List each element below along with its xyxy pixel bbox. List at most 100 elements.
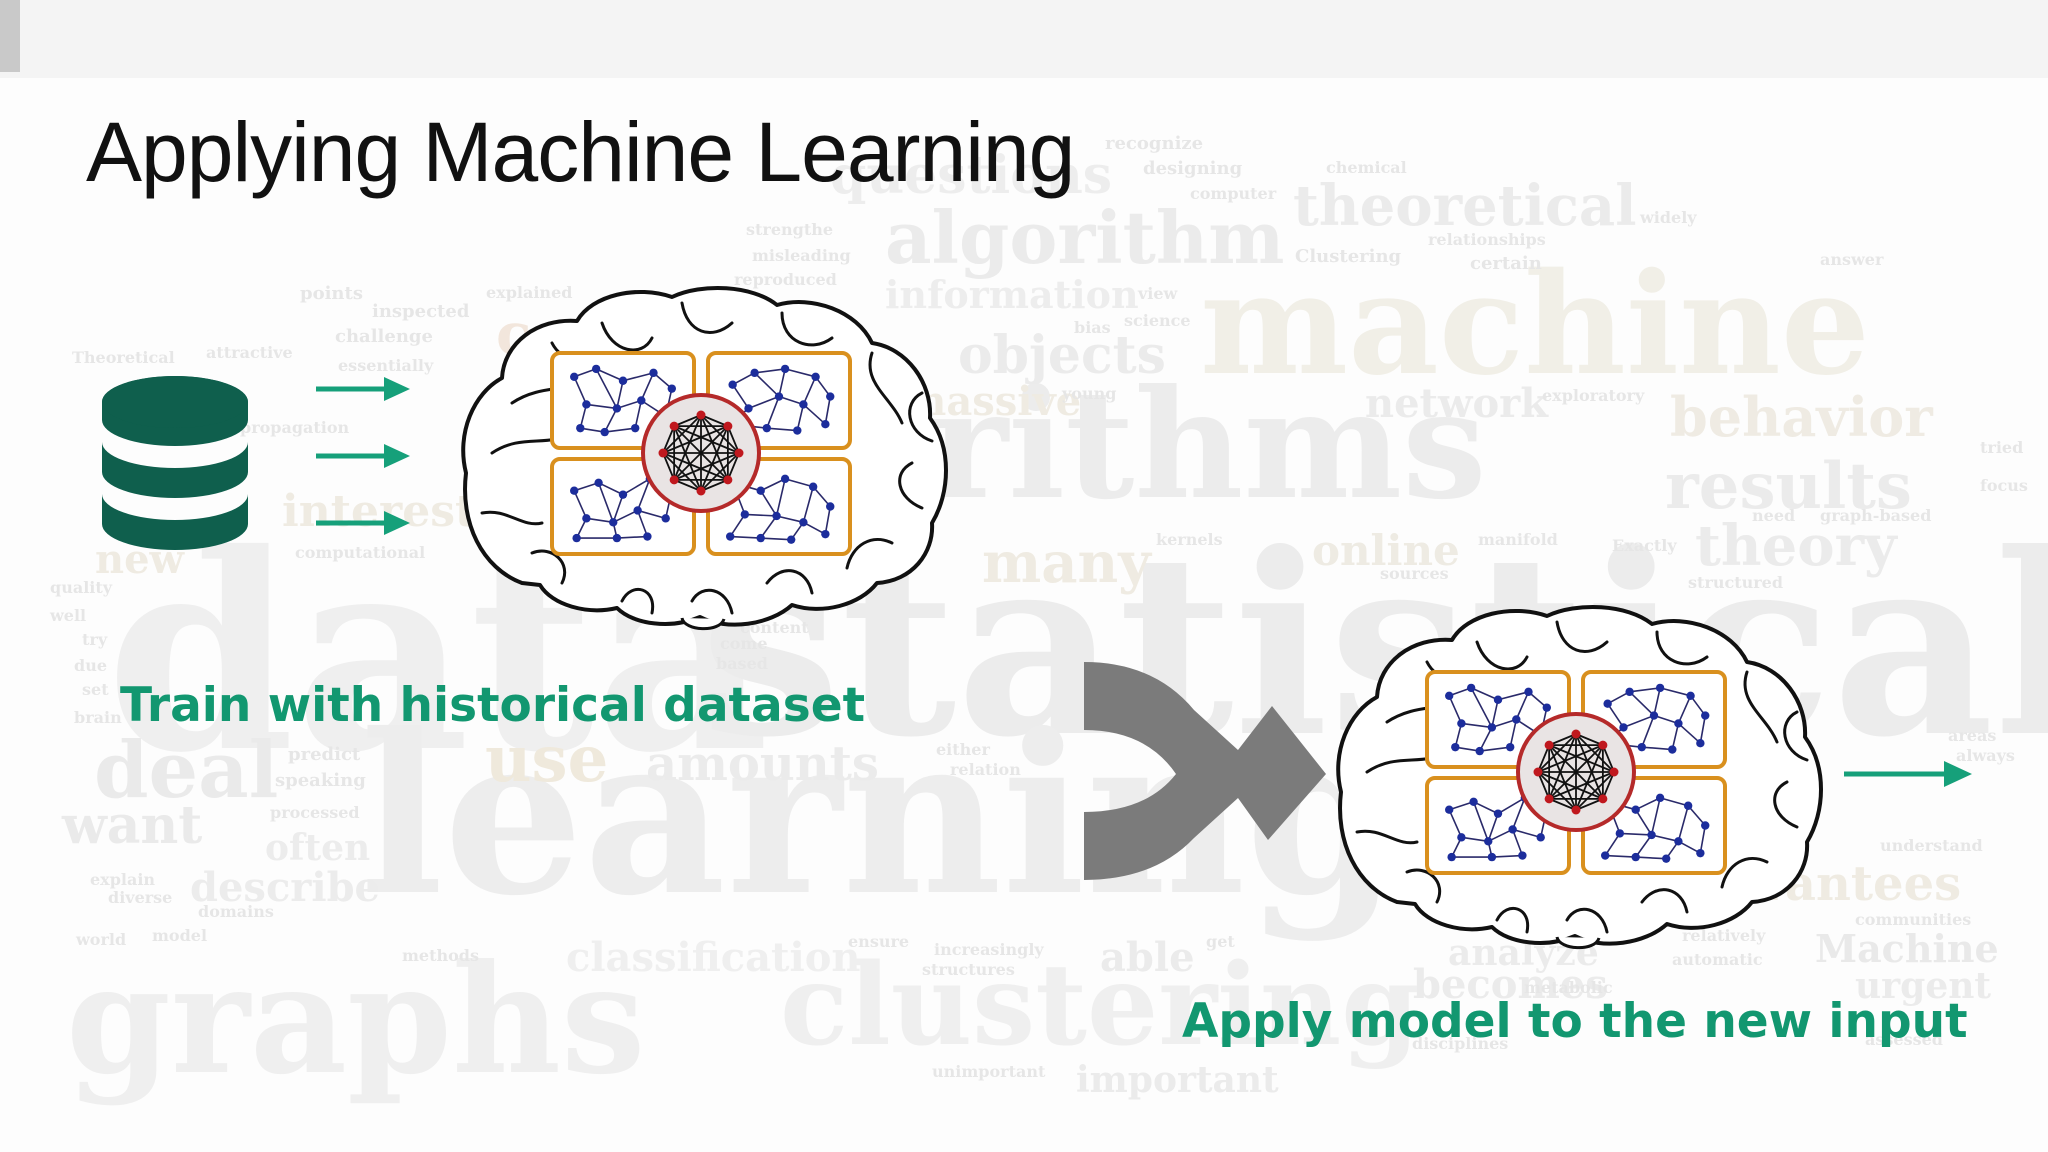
background-word: able <box>1100 934 1195 981</box>
network-edge <box>1641 746 1673 751</box>
network-edge <box>824 506 832 535</box>
network-edge <box>1653 687 1661 716</box>
network-edge <box>634 400 643 429</box>
network-edge <box>812 486 831 508</box>
background-word: theoretical <box>1293 173 1637 239</box>
network-node <box>740 510 750 519</box>
network-node <box>1625 687 1634 697</box>
network-node <box>1662 854 1671 863</box>
background-word: graph-based <box>1820 506 1932 525</box>
network-edge <box>1512 828 1541 839</box>
network-edge <box>622 478 651 496</box>
network-edge <box>1448 801 1474 811</box>
network-node <box>821 420 830 429</box>
network-node <box>787 535 796 544</box>
background-word: online <box>1312 526 1460 575</box>
network-edge <box>1479 746 1511 752</box>
hub-edge <box>727 452 740 481</box>
network-edge <box>729 513 746 537</box>
network-node <box>1512 715 1521 724</box>
background-word: understand <box>1880 836 1983 855</box>
network-edge <box>640 372 655 401</box>
network-edge <box>1635 856 1667 860</box>
network-edge <box>731 384 750 409</box>
background-word: use <box>485 722 609 797</box>
hub-edge <box>1548 744 1577 811</box>
network-node <box>572 533 581 543</box>
hub-edge <box>673 425 740 454</box>
network-edge <box>784 478 814 488</box>
background-word: view <box>1138 284 1178 303</box>
background-word: either <box>936 740 990 759</box>
background-word: amounts <box>646 736 879 792</box>
background-word: computational <box>295 543 426 562</box>
network-edge <box>1448 695 1463 724</box>
network-edge <box>748 395 780 410</box>
network-node <box>633 506 642 515</box>
network-node <box>1631 852 1640 862</box>
network-edge <box>802 486 814 523</box>
network-edge <box>595 368 618 409</box>
background-word: focus <box>1980 476 2028 495</box>
network-node <box>1469 797 1478 806</box>
corner-block <box>0 0 20 72</box>
background-word: young <box>1062 384 1117 403</box>
network-node <box>1445 805 1454 814</box>
brain-fold <box>1565 907 1609 934</box>
background-word: recognize <box>1105 133 1204 154</box>
network-node <box>1674 719 1683 728</box>
hub-edge <box>673 414 702 427</box>
network-edge <box>754 372 780 398</box>
arrow-right-icon <box>1844 761 1972 787</box>
network-node <box>1475 746 1484 756</box>
network-edge <box>1491 699 1499 728</box>
network-node <box>582 400 591 409</box>
network-edge <box>1623 714 1655 729</box>
background-word: explain <box>90 870 156 889</box>
hub-node <box>696 486 706 496</box>
network-node <box>826 392 835 401</box>
network-node <box>570 486 579 495</box>
network-edge <box>1511 829 1524 856</box>
network-edge <box>1671 723 1680 750</box>
network-node <box>1457 833 1466 842</box>
hub-edge <box>1602 744 1615 773</box>
network-edge <box>1448 809 1463 838</box>
network-edge <box>1659 687 1691 697</box>
network-node <box>780 474 790 484</box>
brain-fold <box>620 588 655 615</box>
brain-fold <box>1773 780 1799 829</box>
hub-node <box>658 448 668 458</box>
network-edge <box>796 404 805 431</box>
background-word: need <box>1752 506 1796 525</box>
network-edge <box>1605 854 1636 858</box>
network-edge <box>1497 691 1529 701</box>
arrow-right-icon <box>316 444 410 468</box>
background-word: challenge <box>335 326 433 347</box>
network-node <box>1655 683 1665 693</box>
network-edge <box>1478 727 1493 752</box>
background-word: want <box>62 795 203 856</box>
network-edge <box>1699 715 1707 744</box>
network-node <box>637 396 646 405</box>
background-word: due <box>74 656 107 675</box>
network-edge <box>1677 805 1689 842</box>
background-word: propagation <box>240 418 350 437</box>
brain-stem <box>680 617 726 631</box>
background-word: essentially <box>338 356 434 375</box>
brain-fold <box>600 321 654 352</box>
network-edge <box>1473 801 1499 815</box>
background-word: answer <box>1820 250 1884 269</box>
hub-edge <box>700 414 729 427</box>
background-word: come <box>720 634 768 653</box>
network-edge <box>1472 801 1489 842</box>
apply-caption: Apply model to the new input <box>1182 994 1968 1049</box>
hub-node <box>1598 740 1608 750</box>
slide-title: Applying Machine Learning <box>86 105 1075 199</box>
database-icon <box>102 376 248 550</box>
network-edge <box>1470 687 1499 701</box>
network-edge <box>586 517 614 524</box>
network-edge <box>586 403 618 410</box>
background-word: diverse <box>108 888 173 907</box>
brain-fold <box>1720 856 1769 889</box>
